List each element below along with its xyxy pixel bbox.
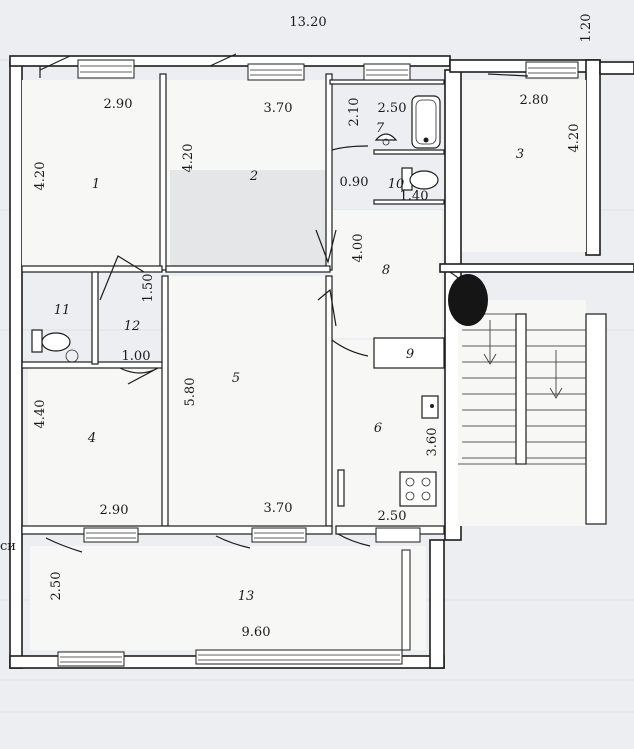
room-8-length: 4.00 <box>351 234 366 263</box>
room-6-width: 2.50 <box>378 509 407 524</box>
interior-walls <box>21 73 445 535</box>
room-9-number: 9 <box>406 347 414 362</box>
room-2-length: 4.20 <box>181 144 196 173</box>
room-10-number: 10 <box>388 177 405 192</box>
room-13-number: 13 <box>238 589 255 604</box>
ink-blot <box>448 274 488 326</box>
room-2-width: 3.70 <box>264 101 293 116</box>
radiator <box>337 469 345 507</box>
room-7-length: 2.10 <box>347 98 362 127</box>
room-1-length: 4.20 <box>33 162 48 191</box>
room-10-width: 1.40 <box>400 189 429 204</box>
room-2-number: 2 <box>249 169 258 184</box>
toilet-icon-11 <box>31 329 79 363</box>
room-12-number: 12 <box>124 319 141 334</box>
room-6-number: 6 <box>374 421 382 436</box>
room-6-length: 3.60 <box>425 428 440 457</box>
windows <box>57 59 579 667</box>
edge-text: си <box>0 539 16 554</box>
toilet-icon-wc <box>401 167 439 191</box>
room-5-length: 5.80 <box>183 378 198 407</box>
room-4-width: 2.90 <box>100 503 129 518</box>
kitchen-sink-icon <box>421 395 439 419</box>
room-12-length: 1.50 <box>141 274 156 303</box>
stove-icon <box>399 471 437 507</box>
room-13-width: 9.60 <box>242 625 271 640</box>
room-11-number: 11 <box>54 303 71 318</box>
sink-icon <box>374 133 398 146</box>
room-5-width: 3.70 <box>264 501 293 516</box>
room-floors <box>22 80 586 650</box>
room-3-number: 3 <box>516 147 524 162</box>
room-3-width: 2.80 <box>520 93 549 108</box>
room-5-number: 5 <box>232 371 240 386</box>
room-13-length: 2.50 <box>49 572 64 601</box>
room-7-width: 2.50 <box>378 101 407 116</box>
room-1-number: 1 <box>92 177 100 192</box>
bathtub <box>411 95 441 149</box>
overall-width-dim: 13.20 <box>289 15 326 30</box>
room-4-length: 4.40 <box>33 400 48 429</box>
room-4-number: 4 <box>87 431 96 446</box>
room-12-width: 1.00 <box>122 349 151 364</box>
room-7-number: 7 <box>376 121 385 136</box>
room-8-width: 0.90 <box>340 175 369 190</box>
room-1-width: 2.90 <box>104 97 133 112</box>
right-top-dim: 1.20 <box>579 14 594 43</box>
room-3-length: 4.20 <box>567 124 582 153</box>
staircase <box>439 263 634 526</box>
room-8-number: 8 <box>382 263 390 278</box>
